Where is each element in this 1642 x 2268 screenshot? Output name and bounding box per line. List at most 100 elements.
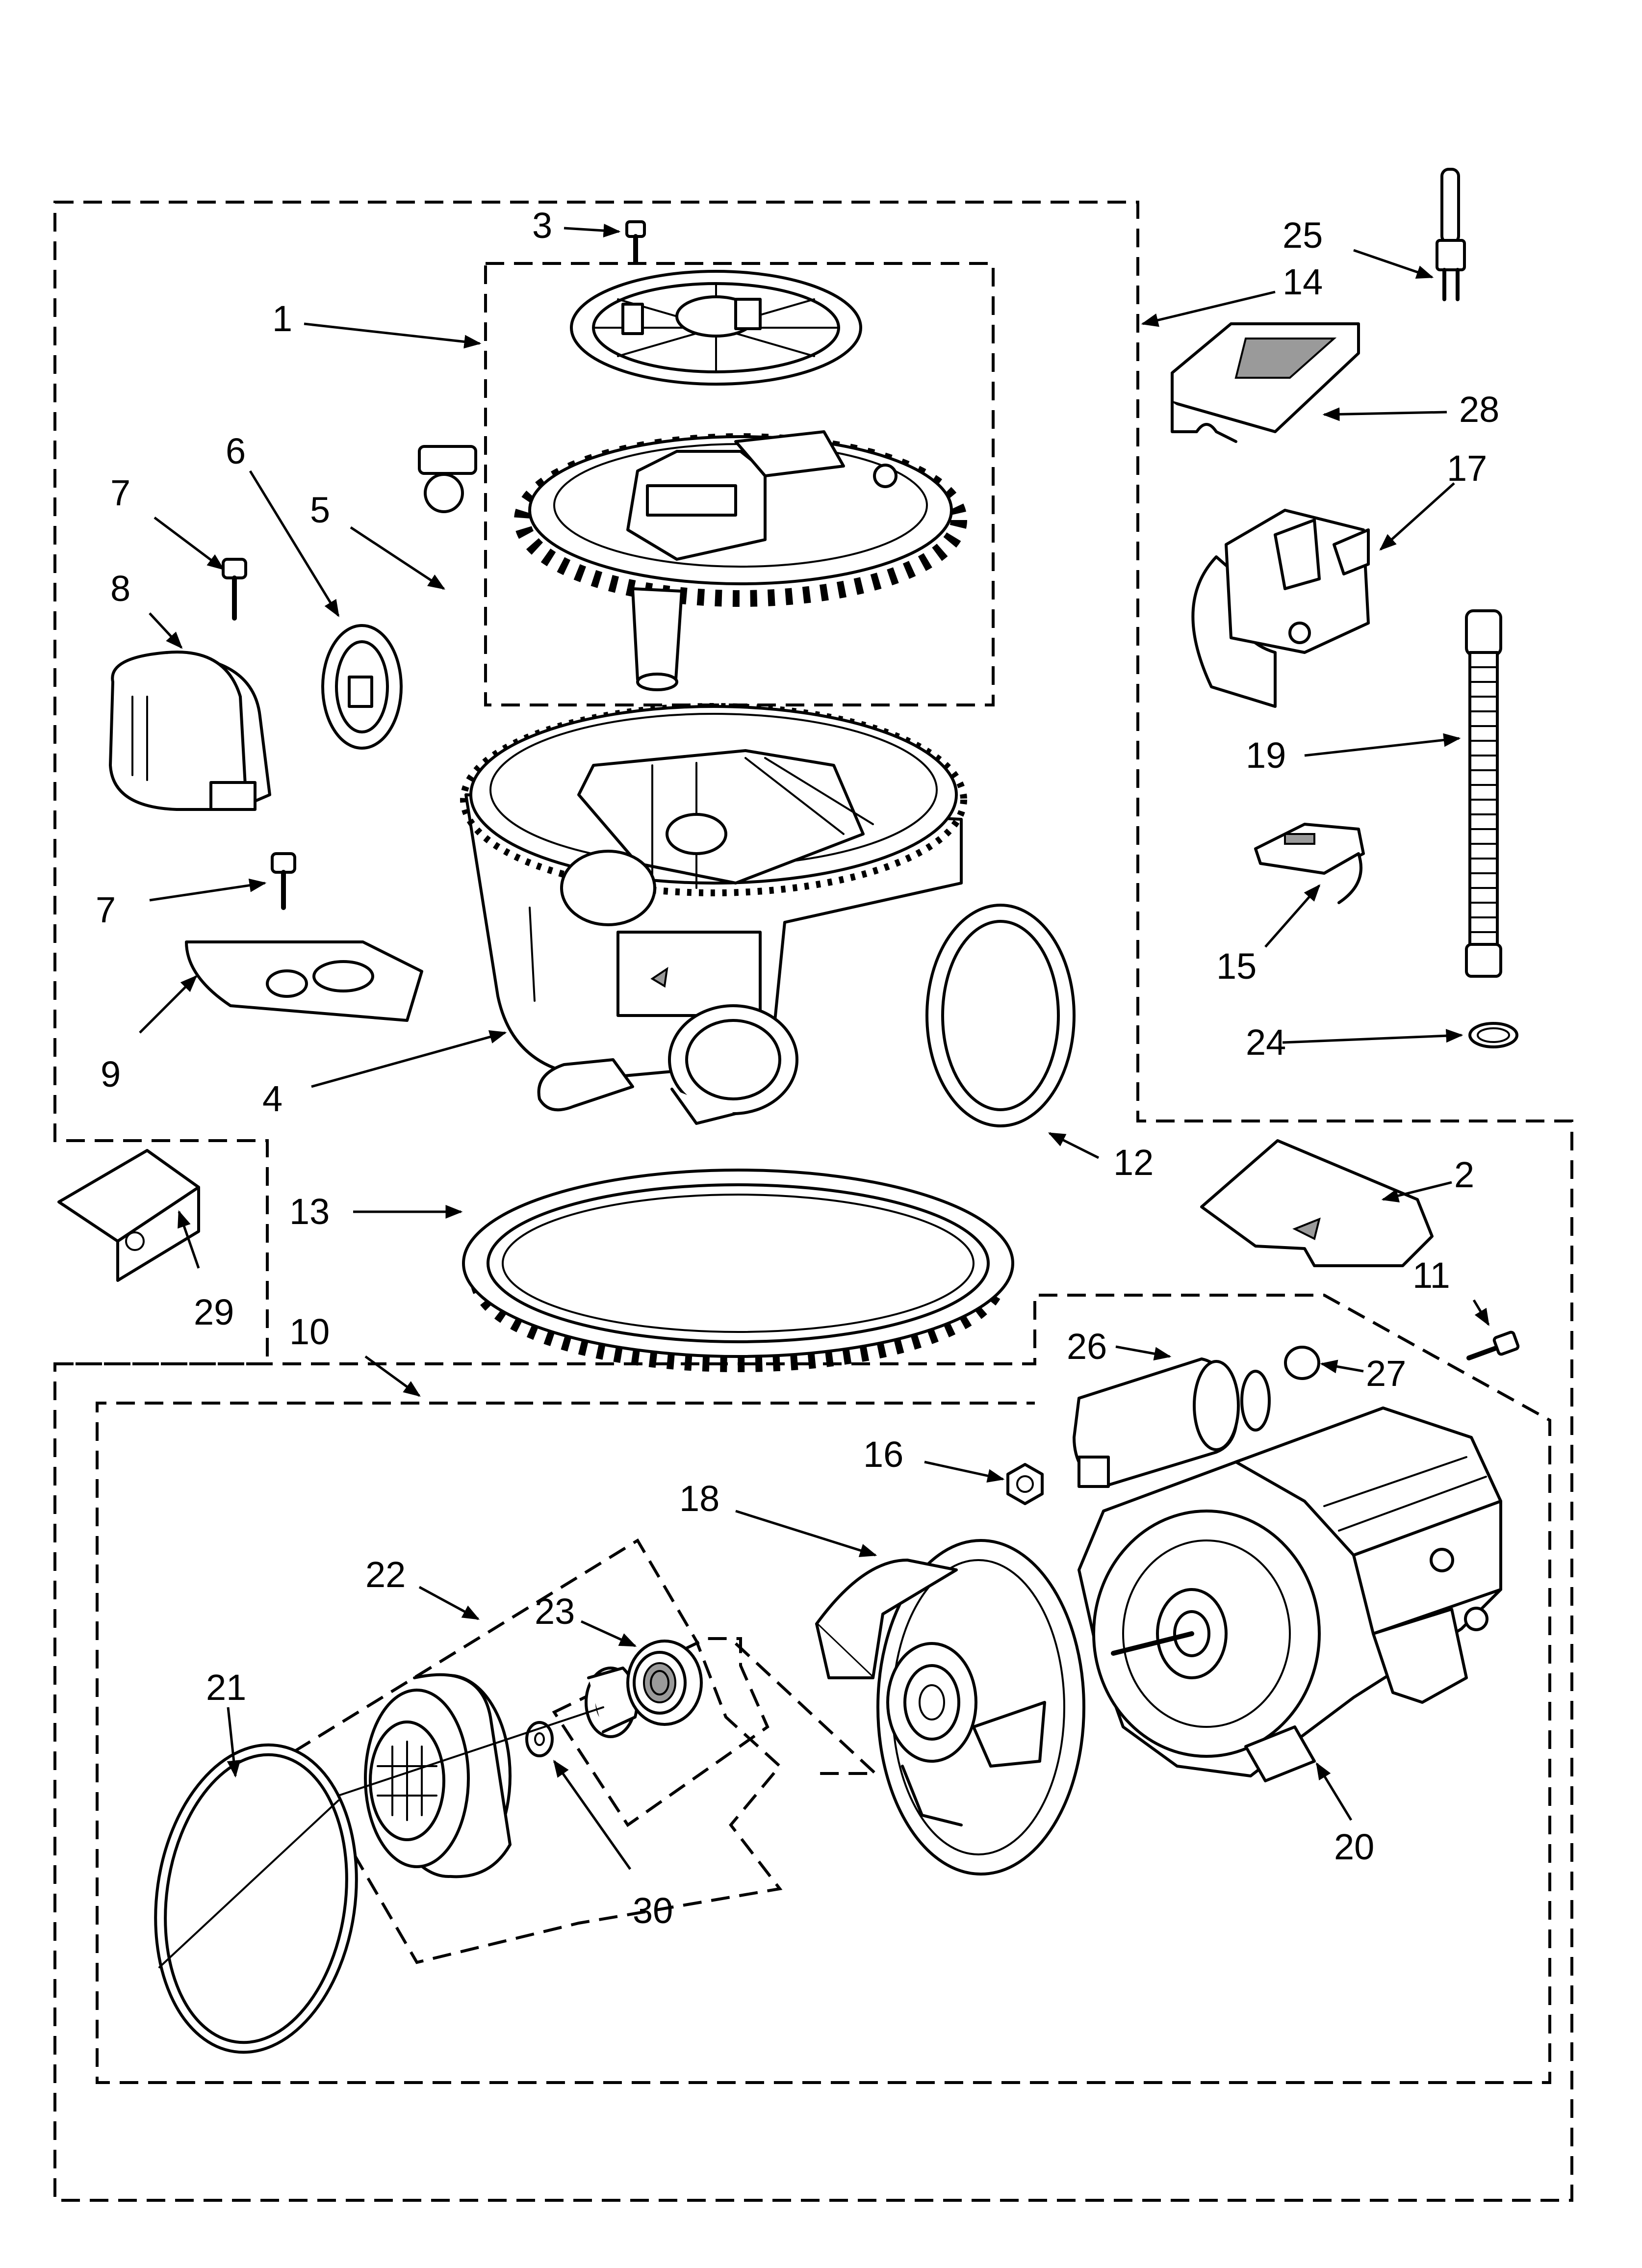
label-13: 13 — [289, 1191, 330, 1232]
leader-7-upper — [154, 517, 225, 571]
label-25: 25 — [1283, 215, 1323, 256]
leader-14 — [1141, 290, 1276, 327]
label-22: 22 — [365, 1554, 406, 1595]
part-28-panel — [1171, 322, 1360, 443]
leader-30 — [553, 1760, 632, 1870]
label-11: 11 — [1412, 1255, 1450, 1296]
label-28: 28 — [1459, 389, 1499, 430]
label-30: 30 — [633, 1890, 673, 1931]
part-11-screw — [1466, 1330, 1520, 1360]
leader-9 — [139, 975, 198, 1034]
leader-5 — [350, 526, 445, 590]
label-1: 1 — [272, 298, 292, 339]
label-21: 21 — [206, 1667, 246, 1708]
label-26: 26 — [1067, 1326, 1107, 1367]
leader-21 — [227, 1707, 241, 1778]
leader-6 — [249, 470, 340, 617]
part-16-nut — [1006, 1463, 1044, 1505]
part-7-screw-upper — [222, 558, 247, 621]
label-20: 20 — [1334, 1826, 1374, 1867]
label-17: 17 — [1447, 448, 1487, 489]
label-15: 15 — [1216, 946, 1257, 987]
label-16: 16 — [863, 1434, 903, 1475]
leader-24 — [1282, 1029, 1463, 1044]
leader-25 — [1353, 249, 1434, 279]
part-29-bracket — [57, 1149, 200, 1282]
leader-4 — [311, 1030, 507, 1088]
leader-10 — [364, 1355, 421, 1397]
label-23: 23 — [535, 1591, 575, 1632]
boundary-upper-assembly — [53, 201, 1573, 2202]
boundary-assembly-22 — [292, 1538, 783, 1964]
leader-15 — [1264, 884, 1321, 948]
label-19: 19 — [1246, 735, 1286, 776]
part-4-sump — [460, 703, 967, 1125]
part-20-motor — [1078, 1407, 1502, 1782]
part-1-impeller-housing — [514, 430, 967, 691]
part-3-screw — [625, 220, 646, 265]
leader-27 — [1320, 1359, 1364, 1374]
label-18: 18 — [679, 1478, 719, 1519]
label-6: 6 — [226, 431, 246, 471]
parts — [57, 168, 1520, 2054]
label-24: 24 — [1246, 1022, 1286, 1063]
part-19-hose — [1465, 609, 1502, 978]
boundary-lower-assembly-10 — [55, 1294, 1551, 2084]
part-8-cover — [109, 651, 271, 811]
part-5-clip — [418, 445, 477, 513]
part-27-label — [1284, 1346, 1320, 1380]
part-13-seal-ring — [462, 1169, 1014, 1372]
boundary-assembly-30-link — [734, 1642, 879, 1775]
part-18-pump-housing — [815, 1539, 1085, 1876]
part-7-screw-lower — [271, 852, 296, 910]
leader-17 — [1379, 482, 1455, 551]
boundary-assembly-23 — [552, 1637, 770, 1827]
leader-1 — [304, 322, 482, 349]
leader-8 — [149, 612, 183, 649]
part-21-o-ring — [154, 1743, 358, 2054]
assembly-boundaries — [53, 201, 1573, 2202]
leader-16 — [924, 1460, 1005, 1483]
part-26-capacitor — [1073, 1357, 1271, 1488]
part-2-shield — [1200, 1139, 1434, 1267]
leader-3 — [564, 224, 621, 238]
label-27: 27 — [1366, 1353, 1406, 1394]
leader-22 — [418, 1586, 480, 1620]
leader-20 — [1315, 1762, 1353, 1821]
part-24-clamp — [1468, 1022, 1518, 1048]
leader-12 — [1048, 1132, 1100, 1159]
part-1-spray-arm-disc — [570, 270, 862, 386]
boundary-assembly-1 — [484, 262, 995, 706]
part-9-plate — [185, 940, 423, 1022]
leader-19 — [1304, 733, 1461, 757]
leader-lines — [139, 224, 1490, 1870]
leader-7-lower — [149, 878, 267, 902]
leader-26 — [1115, 1345, 1172, 1361]
part-6-disc — [321, 624, 403, 750]
label-7-upper: 7 — [110, 472, 130, 513]
part-25-sensor — [1436, 168, 1466, 301]
label-7-lower: 7 — [96, 889, 116, 930]
leader-18 — [735, 1510, 877, 1557]
part-17-switch — [1191, 509, 1370, 708]
part-12-gasket — [925, 904, 1076, 1127]
label-2: 2 — [1454, 1154, 1474, 1195]
label-29: 29 — [194, 1292, 234, 1332]
label-3: 3 — [532, 205, 552, 246]
label-14: 14 — [1283, 261, 1323, 302]
leader-28 — [1322, 407, 1447, 421]
leader-29 — [178, 1210, 200, 1269]
part-15-latch — [1254, 823, 1365, 904]
part-22-impeller — [364, 1673, 512, 1878]
leader-23 — [580, 1620, 637, 1647]
leader-11 — [1472, 1299, 1490, 1327]
part-23-seal-large — [626, 1640, 703, 1726]
label-8: 8 — [110, 568, 130, 609]
part-30-washer — [525, 1721, 554, 1757]
leader-2 — [1381, 1181, 1452, 1202]
shaft-axis-line — [337, 1706, 604, 1797]
label-9: 9 — [101, 1054, 121, 1095]
label-5: 5 — [310, 490, 330, 530]
callout-labels: 1 2 3 4 5 6 7 7 8 9 10 11 12 13 14 15 16… — [96, 205, 1499, 1931]
